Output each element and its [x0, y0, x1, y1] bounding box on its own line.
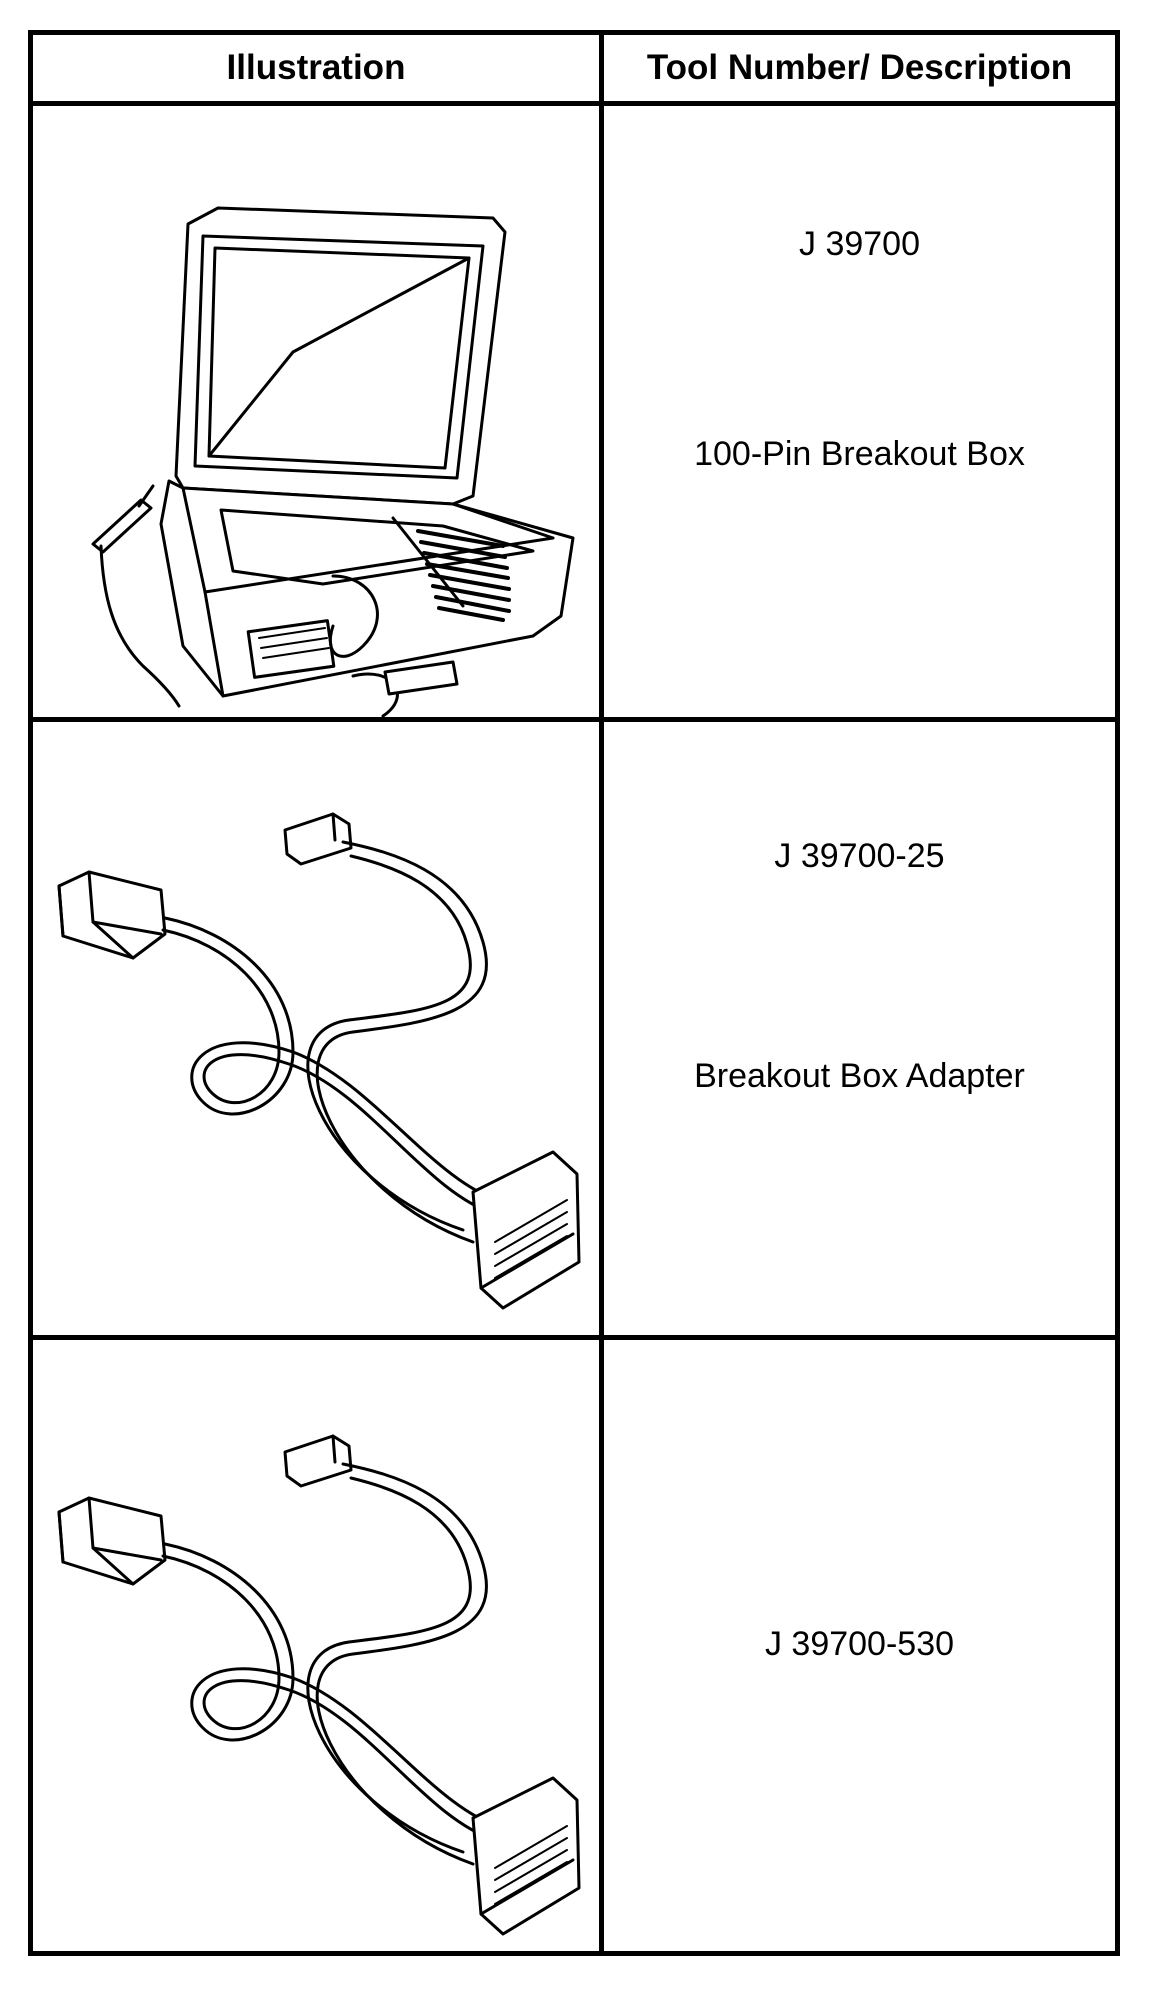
adapter-cable-icon — [57, 1434, 581, 1936]
tool-table: Illustration Tool Number/ Description — [28, 30, 1120, 1956]
column-divider — [599, 35, 604, 1951]
tool-description-1: 100-Pin Breakout Box — [694, 435, 1025, 473]
tool-number-2: J 39700-25 — [774, 837, 945, 875]
table-row-3-illustration — [33, 1340, 599, 1951]
adapter-cable-icon — [57, 812, 581, 1310]
row-divider — [33, 717, 1115, 722]
header-illustration: Illustration — [226, 48, 406, 87]
table-row-2-illustration — [33, 722, 599, 1335]
tool-description-2: Breakout Box Adapter — [694, 1057, 1025, 1095]
table-row-1-illustration — [33, 106, 599, 717]
tool-number-1: J 39700 — [799, 225, 920, 263]
header-tool-number-description: Tool Number/ Description — [646, 48, 1073, 87]
row-divider — [33, 1335, 1115, 1340]
tool-number-3: J 39700-530 — [764, 1625, 955, 1663]
breakout-box-case-icon — [91, 206, 575, 717]
row-divider — [33, 101, 1115, 106]
